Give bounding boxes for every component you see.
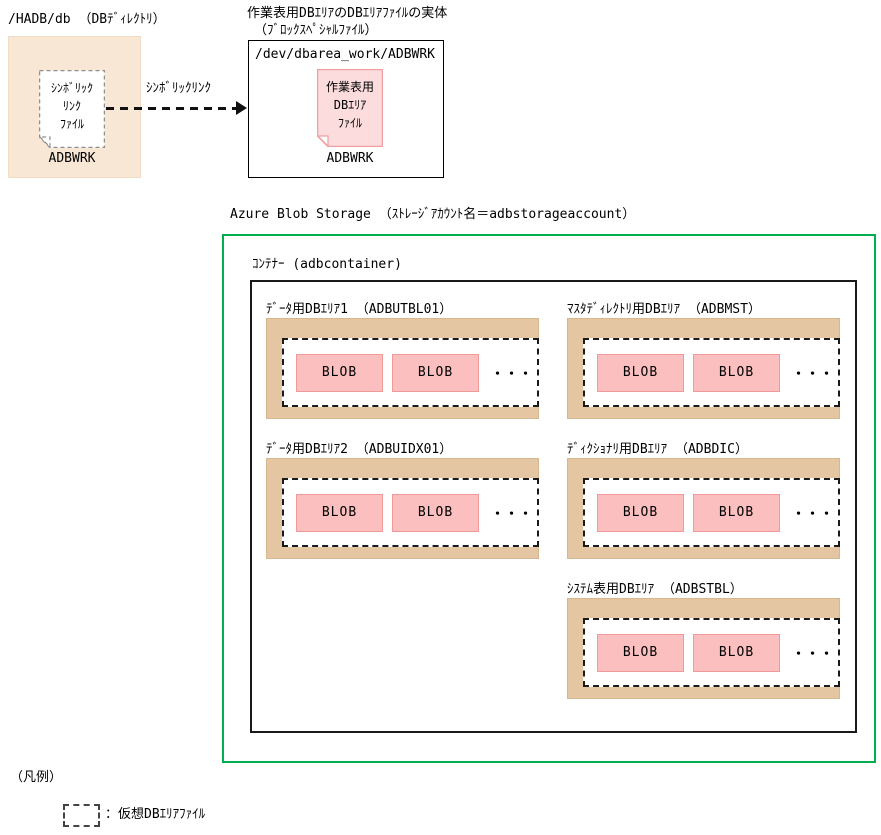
ellipsis: ・・・: [792, 507, 835, 522]
dbarea-label: ﾃﾞｰﾀ用DBｴﾘｱ2 （ADBUIDX01）: [266, 442, 453, 457]
ellipsis: ・・・: [792, 647, 835, 662]
blob: BLOB: [693, 493, 780, 532]
work-dbarea-file-icon: 作業表用 DBｴﾘｱ ﾌｧｲﾙ: [316, 68, 384, 148]
symlink-arrow-head-icon: [236, 101, 247, 115]
pink-document-icon: [316, 68, 384, 148]
virtual-dbarea-file: BLOB BLOB ・・・: [583, 618, 840, 687]
dbarea-label: ﾏｽﾀﾃﾞｨﾚｸﾄﾘ用DBｴﾘｱ （ADBMST）: [567, 302, 761, 317]
symlink-file-text: ｼﾝﾎﾞﾘｯｸ ﾘﾝｸ ﾌｧｲﾙ: [39, 79, 105, 133]
legend-dashed-box-icon: [63, 804, 100, 827]
blob: BLOB: [392, 493, 479, 532]
blob: BLOB: [296, 493, 383, 532]
dbarea-box: BLOB BLOB ・・・: [567, 598, 840, 699]
virtual-dbarea-file: BLOB BLOB ・・・: [583, 478, 840, 547]
work-dbarea-title-line1: 作業表用DBｴﾘｱのDBｴﾘｱﾌｧｲﾙの実体: [247, 6, 448, 21]
virtual-dbarea-file: BLOB BLOB ・・・: [583, 338, 840, 407]
work-dbarea-file-name: ADBWRK: [326, 151, 374, 166]
dbarea-label: ﾃﾞｰﾀ用DBｴﾘｱ1 （ADBUTBL01）: [266, 302, 453, 317]
dbarea-group-adbutbl01: ﾃﾞｰﾀ用DBｴﾘｱ1 （ADBUTBL01） BLOB BLOB ・・・: [266, 298, 539, 419]
symlink-file-name: ADBWRK: [48, 151, 96, 166]
dbarea-group-adbmst: ﾏｽﾀﾃﾞｨﾚｸﾄﾘ用DBｴﾘｱ （ADBMST） BLOB BLOB ・・・: [567, 298, 840, 419]
symlink-file-line: ﾌｧｲﾙ: [59, 117, 84, 131]
symlink-file-line: ｼﾝﾎﾞﾘｯｸ: [50, 81, 93, 95]
container-label: ｺﾝﾃﾅｰ (adbcontainer): [252, 257, 402, 272]
db-directory-label: /HADB/db （DBﾃﾞｨﾚｸﾄﾘ）: [8, 12, 166, 27]
dbarea-label: ﾃﾞｨｸｼｮﾅﾘ用DBｴﾘｱ （ADBDIC）: [567, 442, 748, 457]
work-dbarea-file-text: 作業表用 DBｴﾘｱ ﾌｧｲﾙ: [317, 78, 383, 132]
work-dbarea-box: /dev/dbarea_work/ADBWRK 作業表用 DBｴﾘｱ ﾌｧｲﾙ …: [248, 40, 444, 178]
dbarea-box: BLOB BLOB ・・・: [266, 458, 539, 559]
dbarea-group-adbuidx01: ﾃﾞｰﾀ用DBｴﾘｱ2 （ADBUIDX01） BLOB BLOB ・・・: [266, 438, 539, 559]
ellipsis: ・・・: [491, 507, 534, 522]
blob: BLOB: [693, 353, 780, 392]
symlink-arrow-line: [106, 107, 238, 110]
symlink-file-line: ﾘﾝｸ: [62, 99, 81, 113]
blob: BLOB: [597, 633, 684, 672]
work-dbarea-title-line2: （ﾌﾞﾛｯｸｽﾍﾟｼｬﾙﾌｧｲﾙ）: [254, 23, 378, 38]
symlink-file-icon: ｼﾝﾎﾞﾘｯｸ ﾘﾝｸ ﾌｧｲﾙ: [38, 69, 106, 149]
dbarea-box: BLOB BLOB ・・・: [567, 458, 840, 559]
virtual-dbarea-file: BLOB BLOB ・・・: [282, 478, 539, 547]
azure-storage-label: Azure Blob Storage （ｽﾄﾚｰｼﾞｱｶｳﾝﾄ名＝adbstor…: [230, 207, 636, 222]
dbarea-group-adbdic: ﾃﾞｨｸｼｮﾅﾘ用DBｴﾘｱ （ADBDIC） BLOB BLOB ・・・: [567, 438, 840, 559]
ellipsis: ・・・: [792, 367, 835, 382]
dbarea-box: BLOB BLOB ・・・: [567, 318, 840, 419]
dashed-document-icon: [38, 69, 106, 149]
ellipsis: ・・・: [491, 367, 534, 382]
blob: BLOB: [597, 493, 684, 532]
device-path: /dev/dbarea_work/ADBWRK: [255, 47, 436, 62]
virtual-dbarea-file: BLOB BLOB ・・・: [282, 338, 539, 407]
symlink-arrow-label: ｼﾝﾎﾞﾘｯｸﾘﾝｸ: [146, 81, 211, 96]
blob: BLOB: [392, 353, 479, 392]
blob: BLOB: [296, 353, 383, 392]
work-dbarea-file-line: DBｴﾘｱ: [333, 98, 367, 112]
legend-virtual-file-label: ：仮想DBｴﾘｱﾌｧｲﾙ: [105, 807, 206, 822]
dbarea-box: BLOB BLOB ・・・: [266, 318, 539, 419]
dbarea-group-adbstbl: ｼｽﾃﾑ表用DBｴﾘｱ （ADBSTBL） BLOB BLOB ・・・: [567, 578, 840, 699]
work-dbarea-file-line: 作業表用: [325, 80, 374, 94]
blob: BLOB: [693, 633, 780, 672]
dbarea-label: ｼｽﾃﾑ表用DBｴﾘｱ （ADBSTBL）: [567, 582, 743, 597]
blob: BLOB: [597, 353, 684, 392]
legend-title: （凡例）: [10, 770, 63, 785]
work-dbarea-file-line: ﾌｧｲﾙ: [337, 116, 362, 130]
